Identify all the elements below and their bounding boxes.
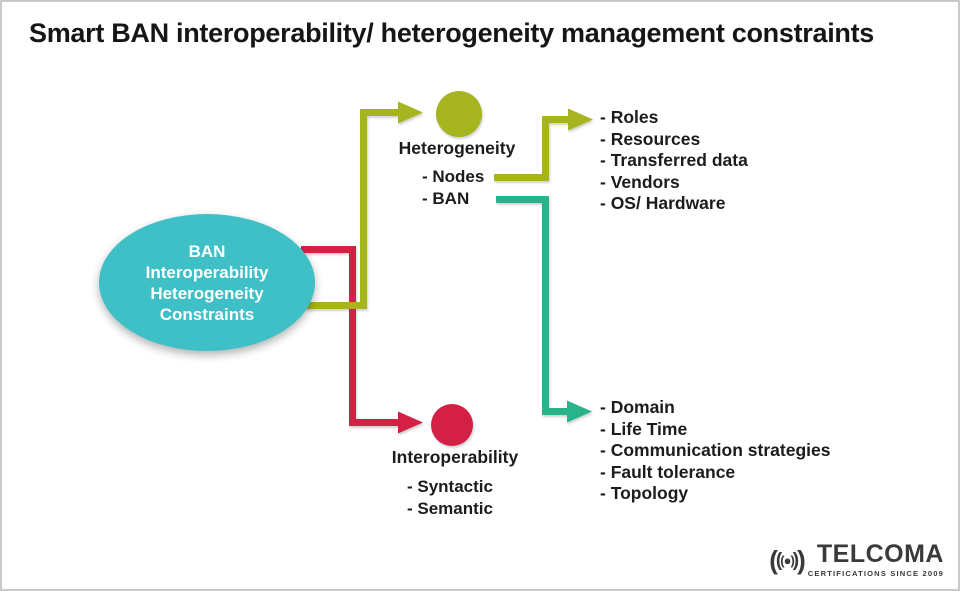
heterogeneity-item: - Nodes <box>422 167 485 186</box>
interoperability-detail-list: - Domain - Life Time - Communication str… <box>600 397 830 505</box>
list-item: - Life Time <box>600 418 688 439</box>
signal-waves-icon: (((●))) <box>769 545 806 575</box>
interoperability-node-circle <box>431 404 473 446</box>
nodes-detail-connector <box>494 116 568 181</box>
ban-detail-connector <box>496 196 567 415</box>
heterogeneity-node-circle <box>436 91 482 137</box>
heterogeneity-item: - BAN <box>422 189 470 208</box>
heterogeneity-label: Heterogeneity <box>398 138 516 158</box>
root-node-ellipse: BAN Interoperability Heterogeneity Const… <box>99 214 315 351</box>
list-item: - Vendors <box>600 171 680 192</box>
root-node-line: Constraints <box>159 304 255 324</box>
interoperability-connector <box>301 246 398 426</box>
root-node-line: Heterogeneity <box>150 283 264 303</box>
list-item: - Domain <box>600 397 675 417</box>
interoperability-item: - Syntactic <box>407 477 493 496</box>
interoperability-label: Interoperability <box>391 447 519 467</box>
telcoma-logo: (((●))) TELCOMA CERTIFICATIONS SINCE 200… <box>769 540 944 579</box>
list-item: - Resources <box>600 128 701 149</box>
list-item: - Roles <box>600 107 659 127</box>
list-item: - Fault tolerance <box>600 461 736 482</box>
heterogeneity-connector <box>304 109 398 309</box>
interoperability-item: - Semantic <box>407 499 493 518</box>
heterogeneity-arrow-icon <box>398 101 423 124</box>
root-node-line: Interoperability <box>145 262 269 282</box>
list-item: - Topology <box>600 483 689 503</box>
list-item: - Communication strategies <box>600 440 831 460</box>
list-item: - Transferred data <box>600 150 748 170</box>
root-node-line: BAN <box>188 241 226 261</box>
interoperability-arrow-icon <box>398 411 423 434</box>
list-item: - OS/ Hardware <box>600 193 726 213</box>
page-title: Smart BAN interoperability/ heterogeneit… <box>29 18 874 48</box>
logo-tagline: CERTIFICATIONS SINCE 2009 <box>807 569 944 578</box>
ban-detail-arrow-icon <box>567 400 592 423</box>
nodes-detail-arrow-icon <box>568 108 593 131</box>
logo-name: TELCOMA <box>816 540 944 568</box>
heterogeneity-detail-list: - Roles - Resources - Transferred data -… <box>600 107 748 215</box>
